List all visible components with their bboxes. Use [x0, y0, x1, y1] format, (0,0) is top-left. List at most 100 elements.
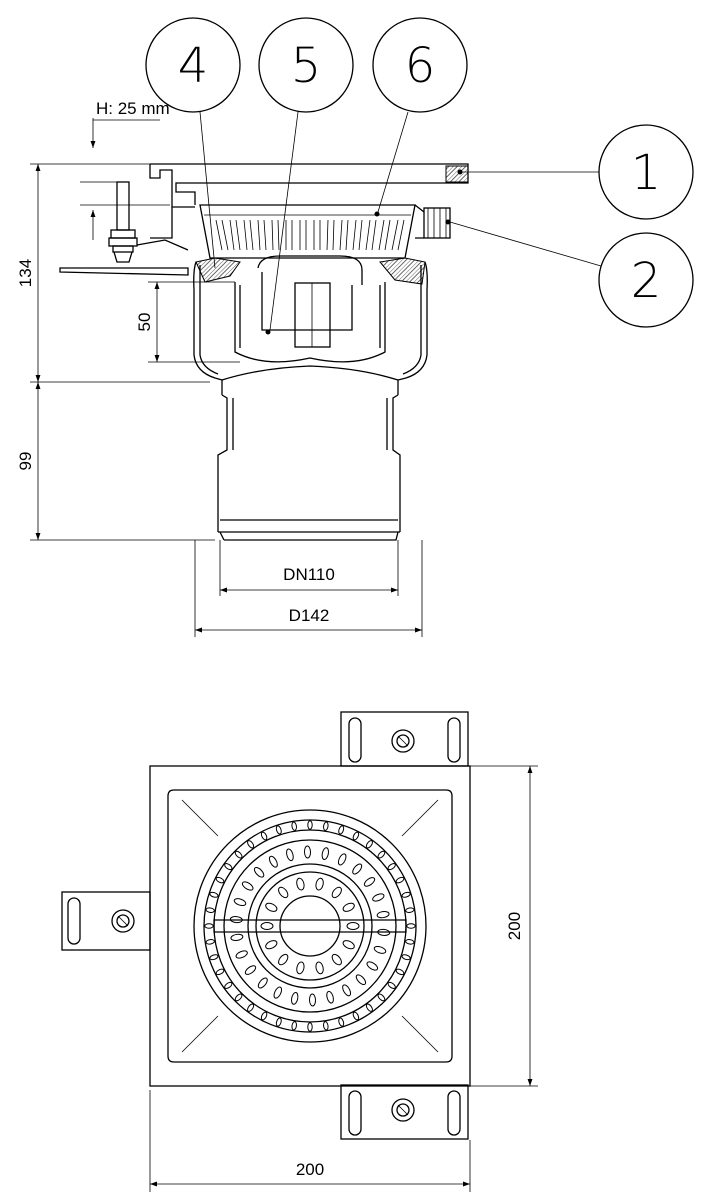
- grate-slot: [373, 945, 387, 954]
- grate-slot: [323, 821, 329, 831]
- clamp-top: [340, 711, 469, 767]
- grate-slot: [405, 907, 415, 913]
- grate-slot: [338, 825, 345, 835]
- grate-slot: [376, 910, 390, 919]
- grate-slots-middle: [229, 845, 391, 1007]
- grate-slot: [372, 893, 385, 902]
- grate-slot: [331, 953, 342, 966]
- callout-label-1: 1: [631, 145, 662, 201]
- grate-slot: [377, 993, 386, 1002]
- top-view: [61, 711, 538, 1192]
- grate-slot: [209, 891, 219, 898]
- spigot: [217, 394, 401, 541]
- grate-slot: [323, 1021, 329, 1031]
- grate-slot: [235, 950, 248, 959]
- grate-slot: [401, 954, 411, 961]
- grate-slot: [342, 940, 355, 950]
- grate-slot: [387, 863, 396, 871]
- grate-slot: [395, 968, 405, 976]
- grate-slot: [405, 939, 415, 945]
- grate-slot: [395, 876, 405, 884]
- grate-slot: [352, 863, 363, 875]
- dim-insulation-height: H: 25 mm: [96, 99, 170, 118]
- grate-slot: [387, 981, 396, 989]
- grate-slot: [406, 923, 416, 929]
- grate-slot: [204, 923, 214, 929]
- dim-water-seal: 50: [135, 313, 154, 332]
- grate-slot: [355, 974, 367, 986]
- grate-slot: [278, 953, 289, 966]
- grate-slot: [241, 881, 254, 891]
- grate-slot: [278, 886, 289, 899]
- callout-label-4: 4: [178, 38, 209, 94]
- grate-slots-outer: [204, 820, 416, 1032]
- grate-slot: [247, 1003, 255, 1012]
- grate-slot: [275, 1017, 282, 1027]
- grate-slot: [209, 954, 219, 961]
- grate-slot: [234, 993, 243, 1002]
- grate-slot: [224, 981, 233, 989]
- grate-slot: [342, 902, 355, 912]
- clamp-bottom: [340, 1084, 469, 1140]
- grate-slot: [257, 977, 268, 989]
- grate-slot: [342, 984, 352, 997]
- grate-slot: [265, 902, 278, 912]
- grate-slot: [307, 820, 313, 830]
- dim-frame-height: 200: [505, 912, 524, 940]
- grate: [199, 204, 416, 259]
- grate-slot: [365, 840, 373, 849]
- grate-slot: [229, 916, 243, 924]
- grate-slot: [224, 863, 233, 871]
- grate-slot: [307, 1022, 313, 1032]
- grate-slot: [253, 866, 265, 878]
- grate-slot: [244, 965, 257, 975]
- grate-slot: [303, 845, 312, 859]
- grate-slot: [260, 922, 274, 930]
- grate-slot: [352, 1011, 360, 1021]
- grate-slot: [401, 891, 411, 898]
- dim-spigot-length: 99: [16, 452, 35, 471]
- grate-slot: [260, 1011, 268, 1021]
- grate-slot: [346, 922, 360, 930]
- grate-slot: [205, 907, 215, 913]
- grate-slot: [205, 939, 215, 945]
- grate-slot: [365, 1003, 373, 1012]
- grate-slots-inner: [260, 877, 360, 975]
- grate-slot: [265, 940, 278, 950]
- grate-slot: [230, 933, 244, 942]
- dim-body-height: 134: [16, 259, 35, 287]
- grate-slot: [338, 1017, 345, 1027]
- grate-slot: [377, 928, 391, 936]
- grate-slot: [321, 847, 329, 861]
- grate-slot: [247, 840, 255, 849]
- grate-slot: [366, 961, 379, 971]
- grate-slot: [308, 993, 317, 1007]
- grate-slot: [377, 850, 386, 859]
- grate-slot: [268, 855, 278, 868]
- grate-slot: [275, 825, 282, 835]
- trap: [221, 255, 399, 381]
- dim-frame-width: 200: [296, 1160, 324, 1179]
- grate-slot: [215, 968, 225, 976]
- grate-slot: [273, 986, 283, 999]
- grate-slot: [215, 876, 225, 884]
- grate-slot: [296, 877, 305, 891]
- section-view: [30, 118, 469, 637]
- grate-slot: [352, 831, 360, 841]
- grate-slot: [315, 877, 324, 891]
- callout-label-5: 5: [291, 38, 322, 94]
- grate-slot: [337, 853, 347, 866]
- callout-label-2: 2: [631, 253, 662, 309]
- side-bolt: [108, 181, 138, 263]
- grate-slot: [363, 877, 376, 887]
- dim-inner-diameter: DN110: [283, 565, 335, 584]
- grate-slot: [291, 991, 299, 1005]
- callout-label-6: 6: [405, 38, 436, 94]
- grate-slot: [291, 1021, 297, 1031]
- grate-slot: [326, 990, 334, 1004]
- grate-slot: [315, 961, 324, 975]
- grate-slot: [291, 821, 297, 831]
- grate-slot: [260, 831, 268, 841]
- grate-slot: [331, 886, 342, 899]
